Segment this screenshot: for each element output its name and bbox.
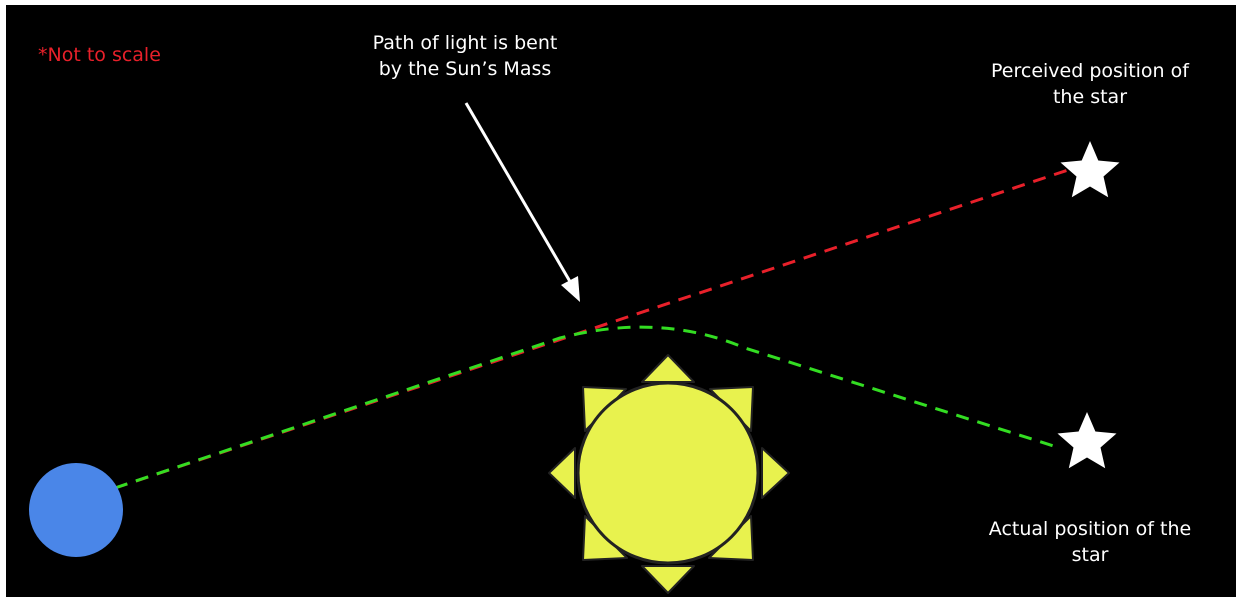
- annotation-arrow: [466, 103, 580, 302]
- actual-position-label-line1: Actual position of the: [955, 516, 1225, 542]
- perceived-position-label-line2: the star: [955, 84, 1225, 110]
- perceived-position-label-line1: Perceived position of: [955, 58, 1225, 84]
- earth-circle-icon: [29, 463, 123, 557]
- bent-path-label: Path of light is bent by the Sun’s Mass: [330, 30, 600, 82]
- actual-position-label-line2: star: [955, 542, 1225, 568]
- not-to-scale-note: *Not to scale: [38, 42, 161, 68]
- actual-position-label: Actual position of the star: [955, 516, 1225, 568]
- bent-path-label-line1: Path of light is bent: [330, 30, 600, 56]
- perceived-star-icon: [1061, 141, 1120, 197]
- perceived-position-label: Perceived position of the star: [955, 58, 1225, 110]
- bent-path-label-line2: by the Sun’s Mass: [330, 56, 600, 82]
- sun-icon: [549, 355, 789, 593]
- actual-star-icon: [1058, 412, 1117, 468]
